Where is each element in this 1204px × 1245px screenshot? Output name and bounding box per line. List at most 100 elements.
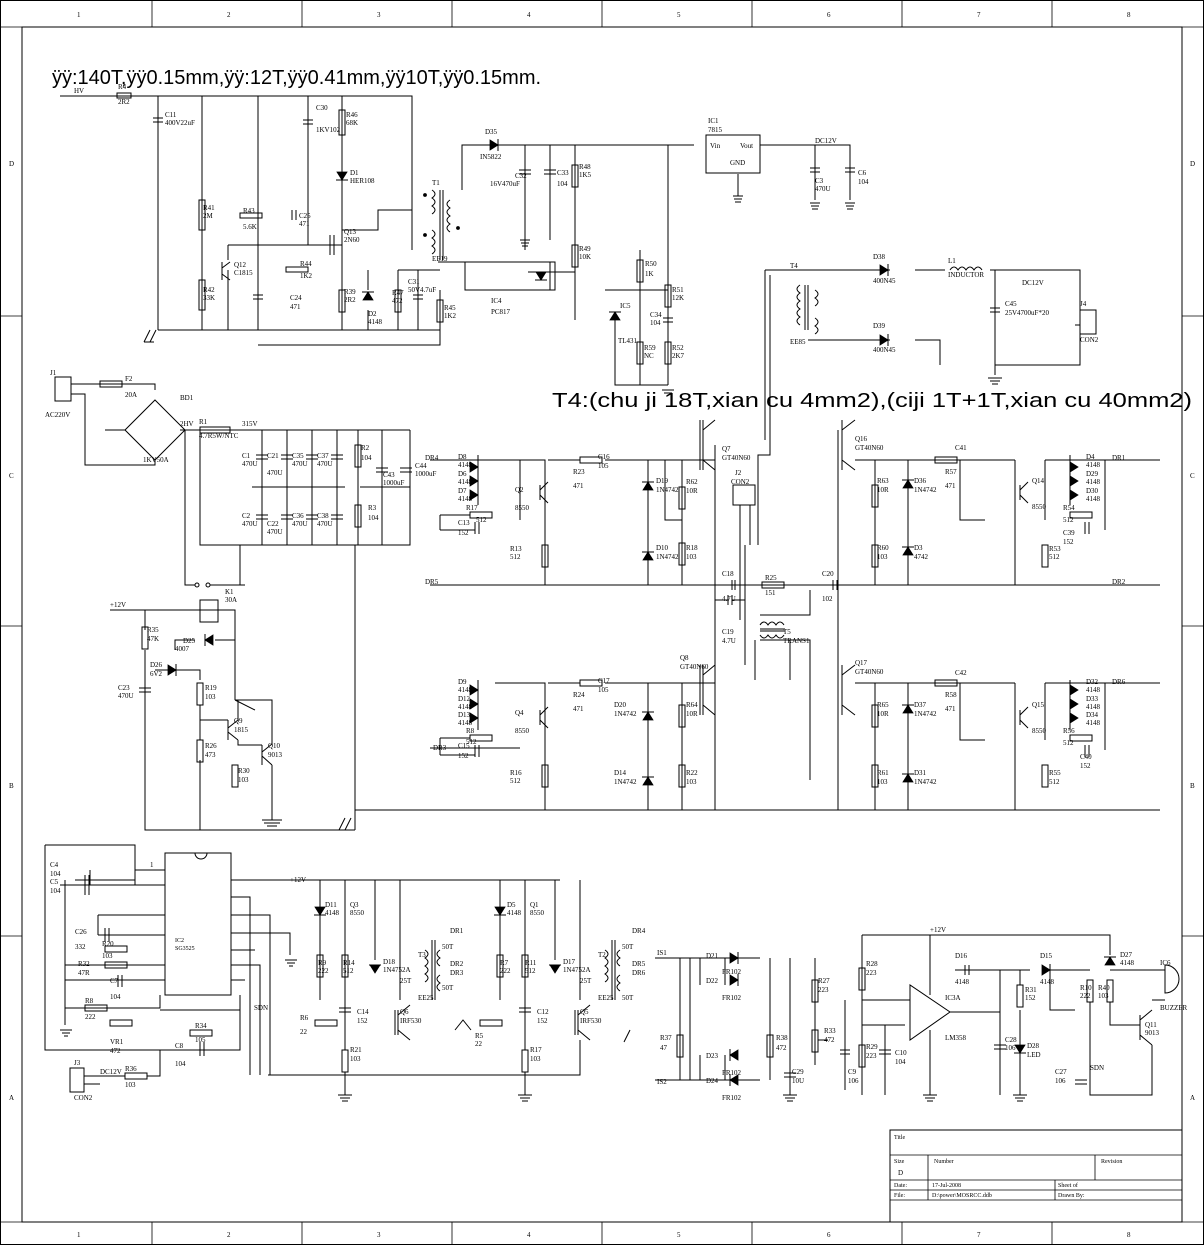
component-label: 103 bbox=[686, 553, 697, 561]
component-label: 1N4742 bbox=[656, 553, 679, 561]
component-label: R46 bbox=[346, 111, 358, 119]
component-label: D28 bbox=[1027, 1042, 1040, 1050]
component-label: R50 bbox=[645, 260, 657, 268]
component-label: C33 bbox=[557, 169, 569, 177]
component-label: C28 bbox=[1005, 1036, 1017, 1044]
t4-note: T4:(chu ji 18T,xian cu 4mm2),(ciji 1T+1T… bbox=[552, 390, 1192, 412]
component-label: Q2 bbox=[515, 486, 524, 494]
component-label: 472 bbox=[392, 297, 403, 305]
component-label: R54 bbox=[1063, 504, 1075, 512]
component-label: 2K7 bbox=[672, 352, 685, 360]
relay-control bbox=[110, 545, 356, 831]
component-label: R13 bbox=[510, 545, 522, 553]
component-label: R6 bbox=[300, 1014, 309, 1022]
mains-input bbox=[54, 376, 412, 623]
col-label: 3 bbox=[377, 11, 381, 19]
component-label: 1K bbox=[645, 270, 654, 278]
component-label: D7 bbox=[458, 487, 467, 495]
component-label: 25V4700uF*20 bbox=[1005, 309, 1049, 317]
component-label: 4148 bbox=[955, 978, 970, 986]
component-label: 106 bbox=[1005, 1044, 1016, 1052]
component-label: R1 bbox=[199, 418, 208, 426]
component-label: 1N4752A bbox=[563, 966, 591, 974]
component-label: TL431 bbox=[618, 337, 638, 345]
component-label: 10R bbox=[686, 487, 698, 495]
component-label: R42 bbox=[203, 286, 215, 294]
component-label: 152 bbox=[537, 1017, 548, 1025]
component-label: IS2 bbox=[657, 1078, 667, 1086]
component-label: R17 bbox=[466, 504, 478, 512]
row-label: B bbox=[9, 782, 14, 790]
component-label: DR1 bbox=[450, 927, 464, 935]
component-label: 4148 bbox=[458, 719, 473, 727]
component-label: 4148 bbox=[1086, 495, 1101, 503]
component-label: C11 bbox=[165, 111, 177, 119]
component-label: D2 bbox=[368, 310, 377, 318]
component-label: 7815 bbox=[708, 126, 723, 134]
component-label: R33 bbox=[824, 1027, 836, 1035]
component-label: 4148 bbox=[368, 318, 383, 326]
component-label: C13 bbox=[458, 519, 470, 527]
component-label: R31 bbox=[1025, 986, 1037, 994]
component-label: 473 bbox=[205, 751, 216, 759]
component-label: 470U bbox=[242, 520, 258, 528]
component-label: 9013 bbox=[1145, 1029, 1160, 1037]
component-label: 4148 bbox=[1040, 978, 1055, 986]
component-label: R43 bbox=[243, 207, 255, 215]
component-label: 1N4742 bbox=[614, 778, 637, 786]
component-label: 106 bbox=[1055, 1077, 1066, 1085]
component-label: C35 bbox=[292, 452, 304, 460]
component-label: 332 bbox=[75, 943, 86, 951]
drawn-label: Drawn By: bbox=[1058, 1193, 1085, 1199]
component-label: DR2 bbox=[1112, 578, 1126, 586]
component-label: 2HV bbox=[180, 420, 194, 428]
component-label: 22 bbox=[300, 1028, 308, 1036]
col-label: 8 bbox=[1127, 1231, 1131, 1239]
component-label: C42 bbox=[955, 669, 967, 677]
title-block: Title Size D Number Revision Date: 17-Ju… bbox=[889, 1129, 1183, 1223]
component-label: R18 bbox=[686, 544, 698, 552]
component-label: DR5 bbox=[632, 960, 646, 968]
component-label: 470U bbox=[317, 460, 333, 468]
component-label: 470U bbox=[292, 460, 308, 468]
component-label: C17 bbox=[598, 677, 610, 685]
component-label: D34 bbox=[1086, 711, 1099, 719]
component-label: R16 bbox=[510, 769, 522, 777]
component-label: F2 bbox=[125, 375, 133, 383]
component-label: 471 bbox=[299, 220, 310, 228]
component-label: Q3 bbox=[350, 901, 359, 909]
component-label: R61 bbox=[877, 769, 889, 777]
component-label: 2R2 bbox=[118, 98, 130, 106]
component-label: 471 bbox=[573, 482, 584, 490]
component-label: 50T bbox=[622, 994, 634, 1002]
component-label: 12K bbox=[672, 294, 684, 302]
component-label: R38 bbox=[776, 1034, 788, 1042]
component-label: R47 bbox=[392, 289, 404, 297]
component-label: 223 bbox=[866, 969, 877, 977]
component-label: 512 bbox=[1063, 516, 1074, 524]
component-label: R28 bbox=[866, 960, 878, 968]
component-label: R36 bbox=[125, 1065, 137, 1073]
component-label: J4 bbox=[1080, 300, 1087, 308]
component-label: 1000uF bbox=[415, 470, 437, 478]
row-label: D bbox=[9, 160, 14, 168]
component-label: 2M bbox=[203, 212, 214, 220]
component-label: 47R bbox=[78, 969, 90, 977]
component-label: D14 bbox=[614, 769, 627, 777]
col-label: 1 bbox=[77, 11, 81, 19]
component-label: 1KV50A bbox=[143, 456, 169, 464]
component-label: 223 bbox=[866, 1052, 877, 1060]
component-label: GT40N60 bbox=[855, 668, 884, 676]
component-label: R37 bbox=[660, 1034, 672, 1042]
col-label: 2 bbox=[227, 1231, 231, 1239]
component-label: +12V bbox=[930, 926, 946, 934]
component-label: C12 bbox=[537, 1008, 549, 1016]
component-label: C14 bbox=[357, 1008, 369, 1016]
component-label: IC4 bbox=[491, 297, 502, 305]
component-label: C19 bbox=[722, 628, 734, 636]
component-label: 152 bbox=[1025, 994, 1036, 1002]
component-label: 104 bbox=[858, 178, 869, 186]
component-label: 512 bbox=[466, 738, 477, 746]
